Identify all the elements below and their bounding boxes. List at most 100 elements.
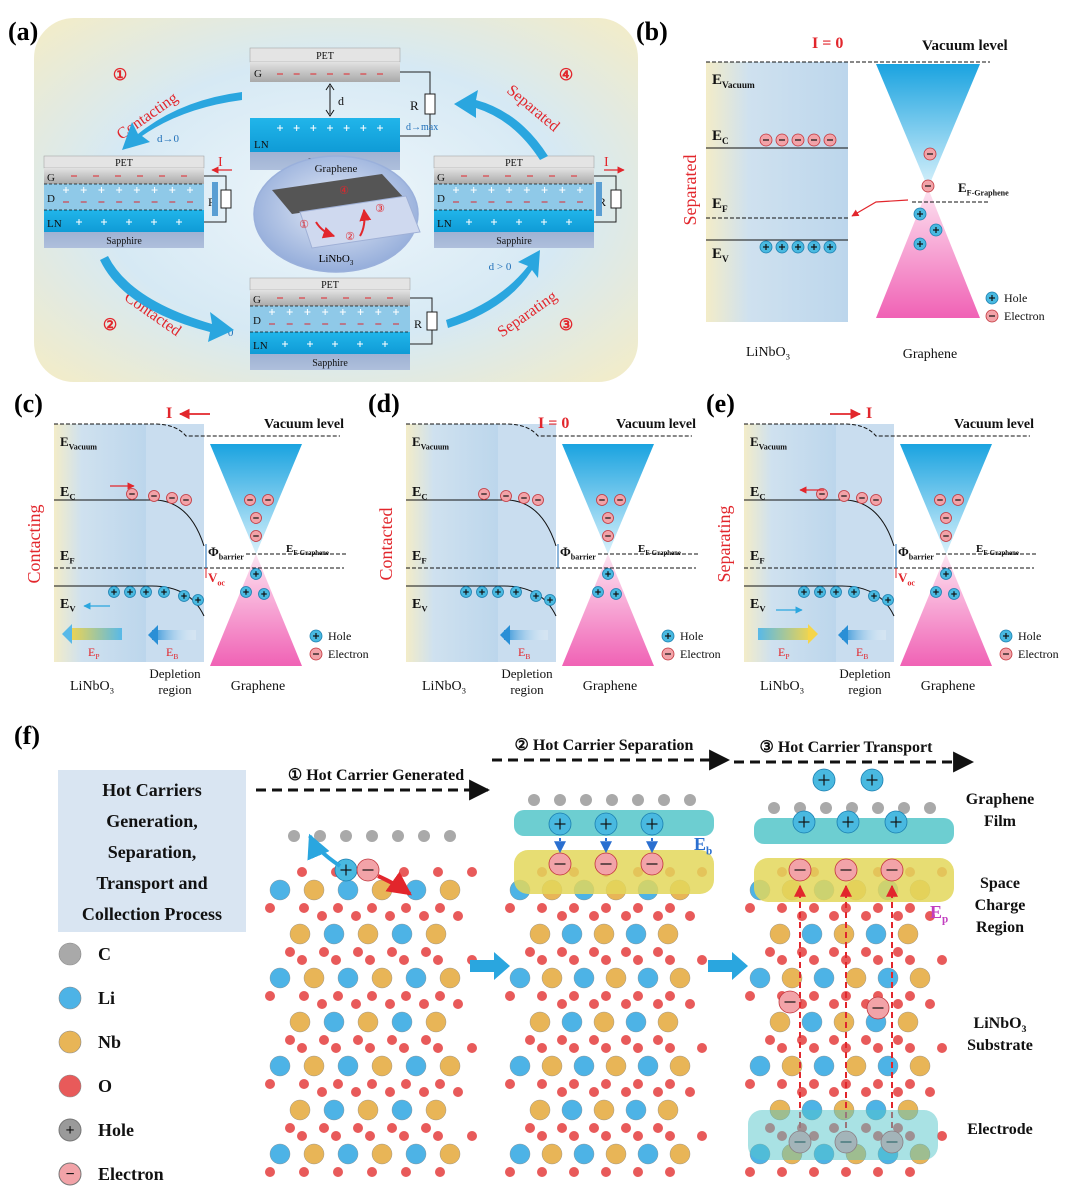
- linbo3-region: [54, 424, 146, 662]
- ln-label: LN: [253, 340, 268, 352]
- hole-symbol: [940, 568, 952, 580]
- oxygen-atom: [621, 947, 631, 957]
- stage-title: ① Hot Carrier Generated: [288, 767, 464, 784]
- oxygen-atom: [893, 947, 903, 957]
- lattice-atom: [781, 1055, 803, 1077]
- oxygen-atom: [385, 999, 395, 1009]
- oxygen-atom: [905, 1079, 915, 1089]
- region-label: Region: [976, 919, 1024, 936]
- tiny-hole: [516, 219, 522, 225]
- oxygen-atom: [333, 903, 343, 913]
- oxygen-atom: [435, 991, 445, 1001]
- vacuum-level-line: [744, 423, 1030, 437]
- stage-transition-arrow: [708, 952, 748, 980]
- eb-label: EB: [856, 645, 868, 661]
- d-label: D: [437, 193, 445, 205]
- ef-label: EF: [712, 196, 728, 215]
- oxygen-atom: [937, 955, 947, 965]
- stack-separated: PETGLNSapphiredRd→max: [249, 47, 438, 170]
- hole-symbol: [913, 237, 927, 251]
- gap-max-label: d→max: [406, 122, 438, 133]
- electron-symbol: [602, 530, 614, 542]
- oxygen-atom: [905, 1167, 915, 1177]
- oxygen-atom: [399, 1043, 409, 1053]
- vacuum-level-label: Vacuum level: [922, 38, 1008, 54]
- process-box-line: Transport and: [96, 873, 207, 893]
- separated-electron: [594, 852, 618, 876]
- tiny-hole: [116, 187, 123, 193]
- oxygen-atom: [809, 955, 819, 965]
- oxygen-atom: [351, 1087, 361, 1097]
- step-number-2: ②: [103, 317, 117, 334]
- panel-label-c: (c): [14, 389, 43, 418]
- tiny-hole: [393, 309, 399, 315]
- hole-symbol: [913, 207, 927, 221]
- graphene-carbon-atom: [418, 830, 430, 842]
- lattice-atom: [877, 1055, 899, 1077]
- ec-label: EC: [750, 485, 766, 502]
- oxygen-atom: [665, 1079, 675, 1089]
- separated-hole: [548, 812, 572, 836]
- panel-label-a: (a): [8, 17, 38, 46]
- electron-symbol: [148, 490, 160, 502]
- cond-label-3: d > 0: [489, 261, 512, 273]
- oxygen-atom: [435, 1167, 445, 1177]
- legend-electron-symbol: [999, 647, 1013, 661]
- vacuum-level-label: Vacuum level: [616, 417, 696, 432]
- legend-hole-label: Hole: [328, 629, 351, 643]
- oxygen-atom: [569, 991, 579, 1001]
- lattice-atom: [749, 967, 771, 989]
- depletion-layer: [44, 184, 204, 210]
- graphene-layer: [434, 168, 594, 184]
- graphene-carbon-atom: [340, 830, 352, 842]
- hole-symbol: [807, 240, 821, 254]
- tiny-hole: [310, 125, 317, 131]
- oxygen-atom: [367, 1079, 377, 1089]
- hot-hole: [334, 858, 358, 882]
- sapphire-layer: [434, 232, 594, 248]
- current-label-a-left: I: [218, 155, 223, 170]
- tiny-hole: [566, 219, 572, 225]
- resistor-label: R: [410, 98, 419, 113]
- oxygen-atom: [589, 911, 599, 921]
- oxygen-atom: [265, 903, 275, 913]
- lattice-atom: [657, 923, 679, 945]
- electron-symbol: [500, 490, 512, 502]
- electron-symbol: [870, 494, 882, 506]
- e-vacuum-label: EVacuum: [60, 434, 97, 451]
- electron-symbol: [478, 488, 490, 500]
- ln-label: LN: [47, 218, 62, 230]
- ec-label: EC: [412, 485, 428, 502]
- oxygen-atom: [351, 999, 361, 1009]
- oxygen-atom: [841, 955, 851, 965]
- electron-symbol: [923, 147, 937, 161]
- ef-graphene-label: EF-Graphene: [638, 543, 681, 557]
- depletion-label-1: Depletion: [839, 666, 891, 681]
- oxygen-atom: [697, 955, 707, 965]
- oxygen-atom: [569, 955, 579, 965]
- lattice-atom: [323, 923, 345, 945]
- step-number-3: ③: [559, 317, 573, 334]
- blue-arrow-bar: [596, 182, 602, 216]
- step-swoosh-arrow-1: [122, 92, 242, 150]
- hole-symbol: [544, 594, 556, 606]
- tiny-hole: [293, 125, 300, 131]
- hole-symbol: [791, 240, 805, 254]
- lattice-atom: [845, 967, 867, 989]
- tiny-hole: [151, 187, 158, 193]
- center-graphene-label: Graphene: [315, 163, 358, 175]
- sapphire-label: Sapphire: [496, 236, 532, 247]
- oxygen-atom: [399, 1131, 409, 1141]
- lattice-atom: [657, 1011, 679, 1033]
- legend-atom: [58, 1030, 82, 1054]
- oxygen-atom: [589, 1087, 599, 1097]
- oxygen-atom: [893, 911, 903, 921]
- lattice-atom: [425, 1099, 447, 1121]
- lattice-atom: [425, 923, 447, 945]
- hot-electron: [356, 858, 380, 882]
- tiny-hole: [453, 187, 459, 193]
- center-step-2: ②: [345, 231, 355, 243]
- lattice-atom: [865, 923, 887, 945]
- legend-electron-symbol: [985, 309, 999, 323]
